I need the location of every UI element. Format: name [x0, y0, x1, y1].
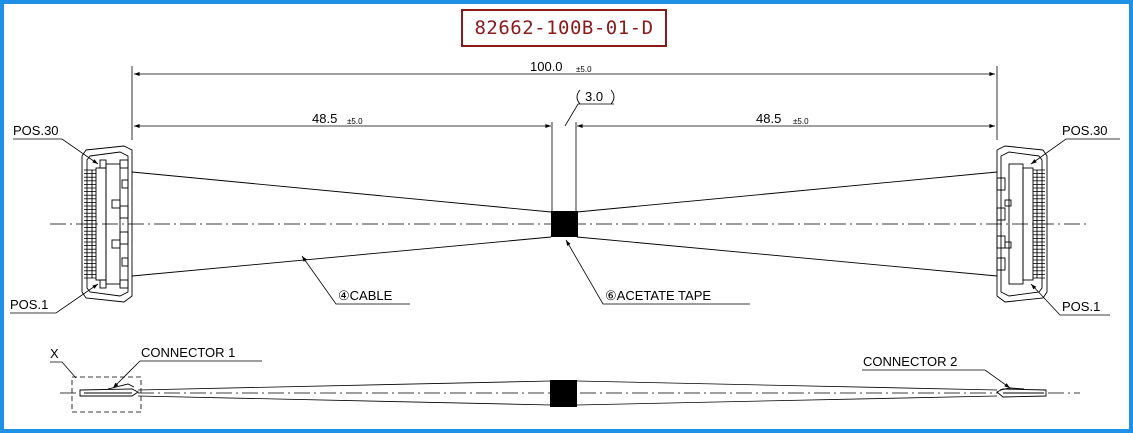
connector-2-callout: CONNECTOR 2	[862, 354, 1011, 389]
tape-width-dimension: 3.0	[551, 89, 615, 212]
tape-width: 3.0	[585, 89, 603, 104]
pos30-left-label: POS.30	[13, 123, 59, 138]
overall-dimension: 100.0 ±5.0	[131, 59, 998, 140]
connector-2-pins	[1033, 169, 1045, 279]
pos30-right-callout: POS.30	[1030, 123, 1120, 165]
left-tolerance: ±5.0	[347, 117, 363, 126]
cable-label: ④CABLE	[338, 288, 393, 303]
connector-1-label: CONNECTOR 1	[141, 345, 235, 360]
side-view-cable	[137, 380, 998, 406]
pos1-left-callout: POS.1	[10, 283, 99, 314]
left-length: 48.5	[312, 111, 337, 126]
acetate-tape-callout: ⑥ACETATE TAPE	[565, 239, 750, 305]
pos1-right-label: POS.1	[1062, 299, 1100, 314]
part-number-box: 82662-100B-01-D	[461, 9, 667, 47]
connector-1-side-view	[79, 383, 139, 397]
right-dimension: 48.5 ±5.0	[577, 111, 995, 128]
detail-x-callout: X	[50, 346, 77, 379]
acetate-tape-label: ⑥ACETATE TAPE	[605, 288, 711, 303]
pos1-right-callout: POS.1	[1030, 283, 1110, 316]
pos30-left-callout: POS.30	[13, 123, 99, 165]
connector-1-pins	[84, 169, 96, 279]
overall-length: 100.0	[530, 59, 563, 74]
detail-x-box	[71, 376, 142, 413]
cable-callout: ④CABLE	[301, 255, 410, 305]
tape-width-leader	[564, 103, 614, 127]
connector-1-callout: CONNECTOR 1	[112, 345, 262, 389]
part-number: 82662-100B-01-D	[474, 17, 654, 39]
cable	[131, 171, 998, 277]
connector-2-side-view	[996, 387, 1047, 398]
paren-open	[576, 89, 581, 105]
overall-tolerance: ±5.0	[576, 65, 592, 74]
pos30-right-label: POS.30	[1062, 123, 1108, 138]
detail-x-label: X	[50, 346, 59, 361]
left-dimension: 48.5 ±5.0	[134, 111, 551, 128]
acetate-tape	[551, 211, 578, 237]
paren-close	[610, 89, 615, 105]
side-view-acetate-tape	[550, 380, 577, 407]
right-length: 48.5	[756, 111, 781, 126]
pos1-left-label: POS.1	[10, 297, 48, 312]
connector-2-label: CONNECTOR 2	[863, 354, 957, 369]
right-tolerance: ±5.0	[793, 117, 809, 126]
